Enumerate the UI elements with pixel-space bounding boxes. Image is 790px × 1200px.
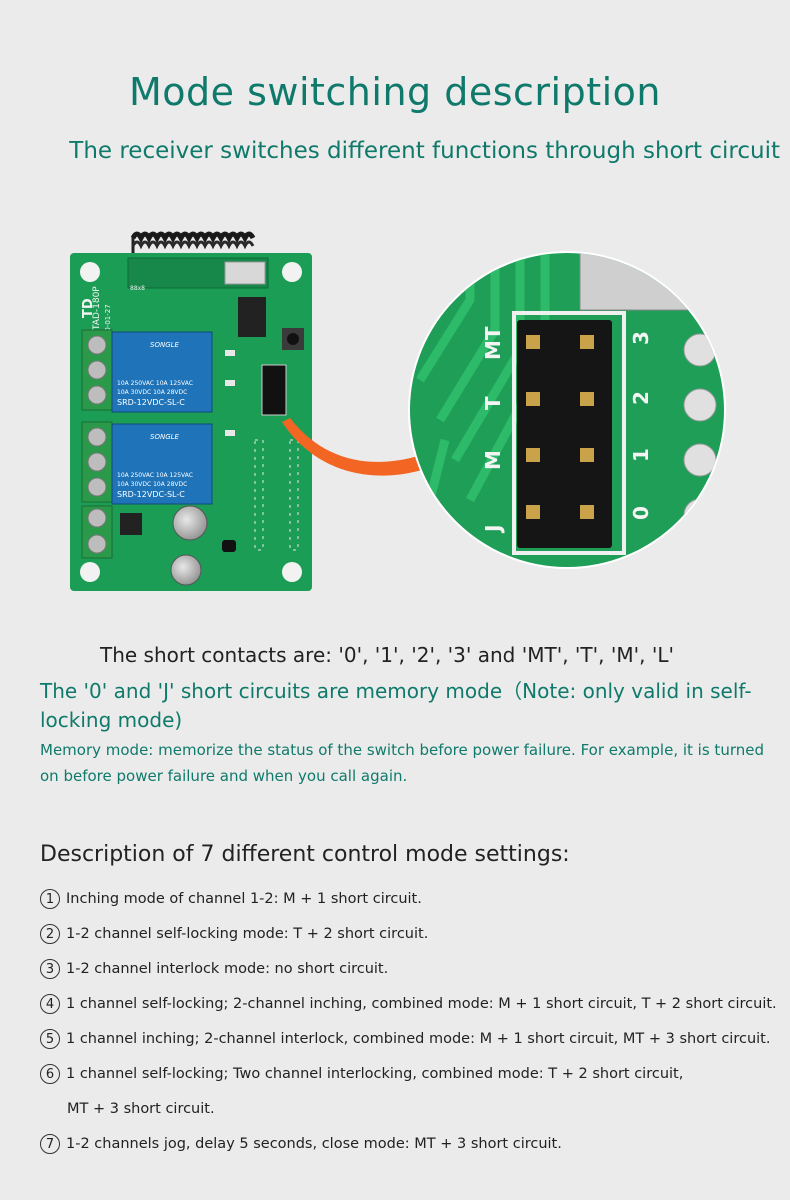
mode-text: 1 channel self-locking; 2-channel inchin… xyxy=(66,996,777,1012)
board-id: TAD-180P xyxy=(92,286,102,331)
mode-text: 1 channel inching; 2-channel interlock, … xyxy=(66,1031,771,1047)
board-date: 2020-01-27 xyxy=(104,304,112,345)
svg-text:10A 30VDC 10A 28VDC: 10A 30VDC 10A 28VDC xyxy=(117,481,187,488)
modes-title: Description of 7 different control mode … xyxy=(40,842,570,867)
mode-item: 3 1-2 channel interlock mode: no short c… xyxy=(40,959,388,979)
mode-item: 7 1-2 channels jog, delay 5 seconds, clo… xyxy=(40,1134,562,1154)
pin-label-3: 3 xyxy=(629,331,653,345)
pin-label-mt: MT xyxy=(481,326,505,360)
memory-mode-description: Memory mode: memorize the status of the … xyxy=(40,741,764,785)
mode-item: 6 1 channel self-locking; Two channel in… xyxy=(40,1064,683,1084)
mode-item: 5 1 channel inching; 2-channel interlock… xyxy=(40,1029,770,1049)
zoom-view: MT T M J 3 2 1 0 xyxy=(408,251,726,569)
pcb-board: 88x8 TD TAD-180P 2020-01-27 SONGLE 10A 2… xyxy=(70,253,312,591)
mode-text-continued: MT + 3 short circuit. xyxy=(67,1101,215,1117)
mode-number: 4 xyxy=(40,994,60,1014)
relay-1: SONGLE 10A 250VAC 10A 125VAC 10A 30VDC 1… xyxy=(111,331,213,413)
mode-item: 1 Inching mode of channel 1-2: M + 1 sho… xyxy=(40,889,422,909)
mode-number: 7 xyxy=(40,1134,60,1154)
mode-text: Inching mode of channel 1-2: M + 1 short… xyxy=(66,891,422,907)
mode-number: 3 xyxy=(40,959,60,979)
mode-item: 2 1-2 channel self-locking mode: T + 2 s… xyxy=(40,924,428,944)
svg-text:SONGLE: SONGLE xyxy=(150,341,180,349)
mode-number: 5 xyxy=(40,1029,60,1049)
receiver-board-figure: 88x8 TD TAD-180P 2020-01-27 SONGLE 10A 2… xyxy=(70,231,726,591)
mode-number: 1 xyxy=(40,889,60,909)
mode-text: 1-2 channels jog, delay 5 seconds, close… xyxy=(66,1136,562,1152)
svg-text:88x8: 88x8 xyxy=(130,285,145,292)
svg-text:10A 250VAC 10A 125VAC: 10A 250VAC 10A 125VAC xyxy=(117,472,193,479)
pin-label-m: M xyxy=(481,450,505,470)
memory-mode-text: The '0' and 'J' short circuits are memor… xyxy=(40,679,752,732)
relay-2: SONGLE 10A 250VAC 10A 125VAC 10A 30VDC 1… xyxy=(111,423,213,505)
short-contacts-text: The short contacts are: '0', '1', '2', '… xyxy=(100,643,674,667)
page-title: Mode switching description xyxy=(128,70,662,114)
mode-text: 1-2 channel interlock mode: no short cir… xyxy=(66,961,389,977)
pin-label-t: T xyxy=(481,396,505,410)
mode-item: 4 1 channel self-locking; 2-channel inch… xyxy=(40,994,777,1014)
mode-number: 6 xyxy=(40,1064,60,1084)
board-logo: TD xyxy=(81,298,96,318)
svg-text:SONGLE: SONGLE xyxy=(150,433,180,441)
mode-text: 1-2 channel self-locking mode: T + 2 sho… xyxy=(66,926,429,942)
page-subtitle: The receiver switches different function… xyxy=(69,138,780,164)
svg-text:SRD-12VDC-SL-C: SRD-12VDC-SL-C xyxy=(117,398,185,407)
svg-text:10A 250VAC 10A 125VAC: 10A 250VAC 10A 125VAC xyxy=(117,380,193,387)
pin-label-j: J xyxy=(481,525,505,534)
mode-text: 1 channel self-locking; Two channel inte… xyxy=(66,1066,684,1082)
pin-label-1: 1 xyxy=(629,448,653,462)
pin-label-0: 0 xyxy=(629,506,653,520)
svg-text:SRD-12VDC-SL-C: SRD-12VDC-SL-C xyxy=(117,490,185,499)
svg-text:10A 30VDC 10A 28VDC: 10A 30VDC 10A 28VDC xyxy=(117,389,187,396)
pin-label-2: 2 xyxy=(629,391,653,405)
mode-number: 2 xyxy=(40,924,60,944)
